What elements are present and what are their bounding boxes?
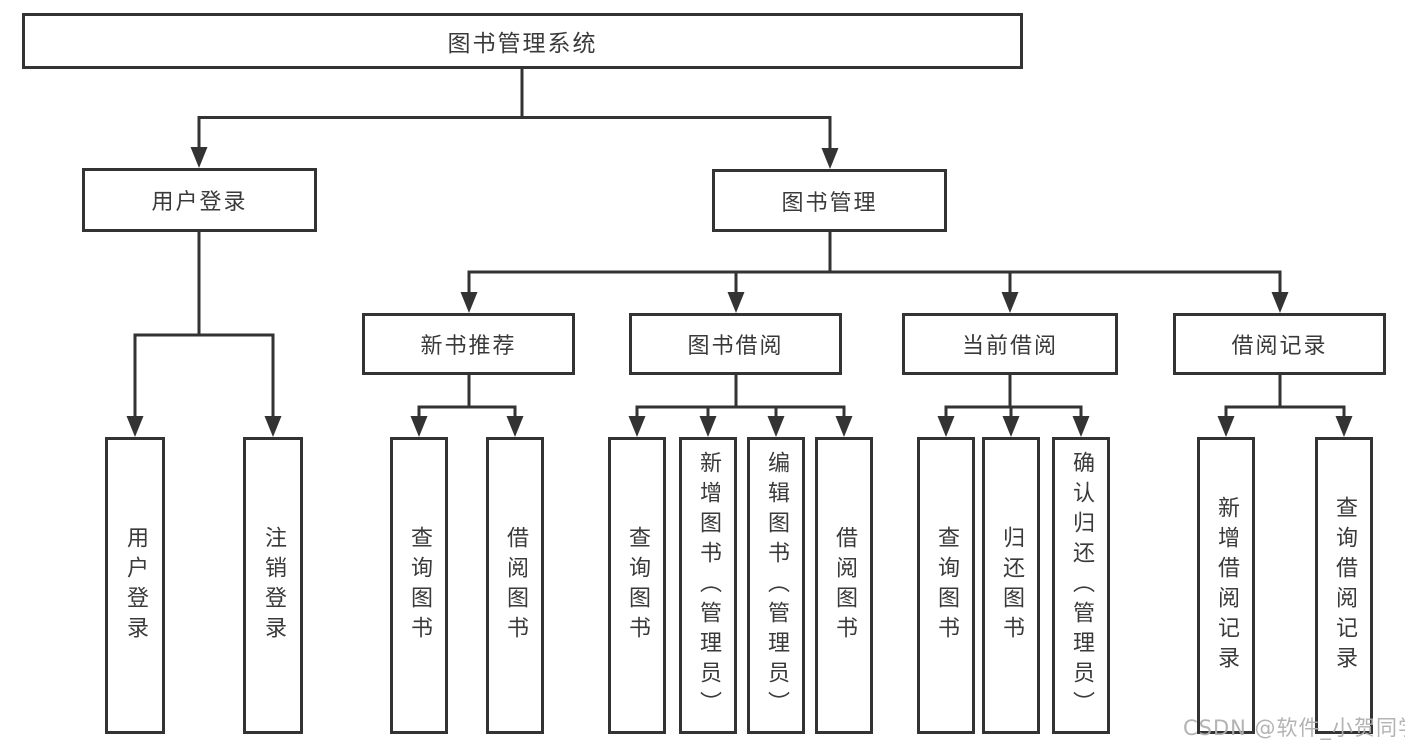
node-label: 借阅记录 bbox=[1231, 334, 1328, 359]
leaf-query-borrow-record: 查询借阅记录 bbox=[1315, 437, 1373, 734]
arrowheads-book-mgmt bbox=[460, 292, 1289, 313]
arrowheads-current-borrow bbox=[937, 416, 1090, 437]
arrowheads-root-to-level2 bbox=[190, 147, 839, 169]
csdn-watermark: CSDN @软件_小贺同学 bbox=[1183, 716, 1405, 740]
node-label: 查询图书 bbox=[407, 525, 432, 646]
connector-new-book-rec bbox=[417, 373, 517, 419]
arrowheads-book-borrow bbox=[628, 416, 853, 437]
node-label: 借阅图书 bbox=[503, 525, 528, 646]
node-label: 图书管理 bbox=[781, 190, 878, 216]
leaf-borrow-books-newrec: 借阅图书 bbox=[486, 437, 544, 734]
node-root: 图书管理系统 bbox=[22, 13, 1023, 69]
arrowheads-user-login bbox=[126, 416, 282, 437]
node-label: 用户登录 bbox=[151, 190, 248, 215]
node-label: 注销登录 bbox=[261, 525, 286, 646]
leaf-confirm-return-admin: 确认归还（管理员） bbox=[1052, 437, 1110, 734]
node-label: 新增图书（管理员） bbox=[696, 450, 721, 721]
node-current-borrow: 当前借阅 bbox=[902, 313, 1118, 375]
leaf-add-books-admin: 新增图书（管理员） bbox=[679, 437, 737, 734]
leaf-return-books: 归还图书 bbox=[982, 437, 1040, 734]
leaf-user-login: 用户登录 bbox=[105, 437, 165, 734]
node-label: 新增借阅记录 bbox=[1214, 495, 1239, 676]
node-label: 当前借阅 bbox=[961, 334, 1058, 359]
connector-user-login bbox=[133, 230, 275, 419]
arrowheads-new-book-rec bbox=[410, 416, 524, 437]
node-label: 确认归还（管理员） bbox=[1069, 450, 1094, 721]
node-label: 用户登录 bbox=[123, 525, 148, 646]
leaf-query-books-current: 查询图书 bbox=[917, 437, 975, 734]
node-label: 查询图书 bbox=[625, 525, 650, 646]
node-label: 借阅图书 bbox=[832, 525, 857, 646]
connector-current-borrow bbox=[944, 373, 1083, 419]
node-label: 归还图书 bbox=[999, 525, 1024, 646]
node-borrow-records: 借阅记录 bbox=[1173, 313, 1386, 375]
node-book-borrow: 图书借阅 bbox=[629, 313, 842, 375]
leaf-query-books-newrec: 查询图书 bbox=[390, 437, 448, 734]
node-label: 新书推荐 bbox=[420, 334, 517, 359]
node-label: 查询借阅记录 bbox=[1332, 495, 1357, 676]
connector-book-borrow bbox=[635, 373, 846, 419]
leaf-query-books-borrow: 查询图书 bbox=[608, 437, 666, 734]
leaf-logout: 注销登录 bbox=[243, 437, 303, 734]
leaf-edit-books-admin: 编辑图书（管理员） bbox=[747, 437, 805, 734]
node-new-book-rec: 新书推荐 bbox=[362, 313, 575, 375]
node-label: 图书管理系统 bbox=[447, 31, 598, 57]
node-label: 查询图书 bbox=[934, 525, 959, 646]
node-label: 编辑图书（管理员） bbox=[764, 450, 789, 721]
leaf-add-borrow-record: 新增借阅记录 bbox=[1197, 437, 1255, 734]
leaf-borrow-books-borrow: 借阅图书 bbox=[815, 437, 873, 734]
arrowheads-borrow-records bbox=[1217, 416, 1353, 437]
connector-root-to-level2 bbox=[197, 69, 832, 151]
node-user-login: 用户登录 bbox=[82, 168, 317, 232]
node-book-mgmt: 图书管理 bbox=[712, 169, 947, 232]
connector-borrow-records bbox=[1224, 373, 1346, 419]
node-label: 图书借阅 bbox=[687, 334, 784, 359]
connector-book-mgmt bbox=[467, 230, 1282, 296]
